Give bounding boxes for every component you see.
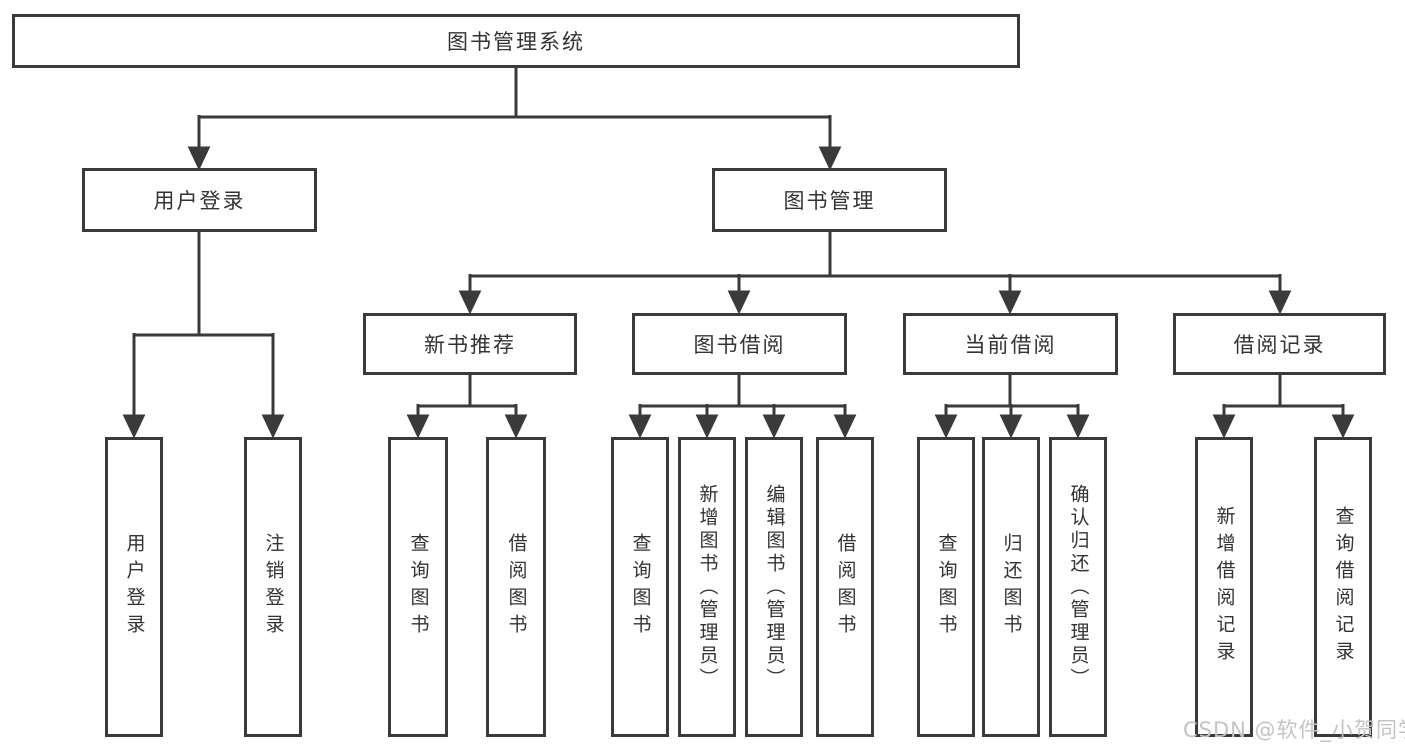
arrow-down-icon bbox=[695, 414, 719, 439]
connector-new-book-recommend bbox=[406, 375, 528, 439]
leaf-logout-label: 注销登录 bbox=[262, 533, 285, 641]
leaf-add-book-admin: 新增图书（管理员） bbox=[678, 437, 736, 737]
arrow-down-icon bbox=[1212, 414, 1236, 439]
leaf-user-login: 用户登录 bbox=[105, 437, 163, 737]
node-book-borrow-label: 图书借阅 bbox=[693, 333, 786, 357]
arrow-down-icon bbox=[458, 290, 482, 315]
connector-book-management bbox=[458, 232, 1292, 315]
leaf-query-book-borrow: 查询图书 bbox=[611, 437, 669, 737]
connector-user-login bbox=[122, 232, 285, 439]
arrow-down-icon bbox=[818, 146, 842, 171]
node-user-login-label: 用户登录 bbox=[153, 189, 246, 213]
node-book-management: 图书管理 bbox=[712, 168, 947, 232]
leaf-return-book: 归还图书 bbox=[982, 437, 1040, 737]
node-root-label: 图书管理系统 bbox=[447, 30, 585, 54]
leaf-confirm-return-admin: 确认归还（管理员） bbox=[1049, 437, 1107, 737]
arrow-down-icon bbox=[1331, 414, 1355, 439]
arrow-down-icon bbox=[187, 146, 211, 171]
arrow-down-icon bbox=[406, 414, 430, 439]
leaf-borrow-book-recommend: 借阅图书 bbox=[486, 437, 546, 737]
node-new-book-recommend-label: 新书推荐 bbox=[424, 333, 516, 357]
leaf-confirm-return-admin-label: 确认归还（管理员） bbox=[1067, 483, 1090, 691]
leaf-query-book-recommend: 查询图书 bbox=[388, 437, 448, 737]
leaf-borrow-book: 借阅图书 bbox=[816, 437, 874, 737]
arrow-down-icon bbox=[934, 414, 958, 439]
node-user-login: 用户登录 bbox=[82, 168, 317, 232]
leaf-add-borrow-record: 新增借阅记录 bbox=[1195, 437, 1253, 737]
connector-book-borrow bbox=[628, 375, 857, 439]
leaf-edit-book-admin: 编辑图书（管理员） bbox=[745, 437, 803, 737]
arrow-down-icon bbox=[999, 414, 1023, 439]
arrow-down-icon bbox=[122, 414, 146, 439]
leaf-add-borrow-record-label: 新增借阅记录 bbox=[1213, 506, 1236, 668]
arrow-down-icon bbox=[504, 414, 528, 439]
leaf-add-book-admin-label: 新增图书（管理员） bbox=[696, 483, 719, 691]
leaf-edit-book-admin-label: 编辑图书（管理员） bbox=[763, 483, 786, 691]
connector-root bbox=[187, 66, 842, 171]
arrow-down-icon bbox=[261, 414, 285, 439]
node-book-management-label: 图书管理 bbox=[783, 189, 876, 213]
connector-current-borrow bbox=[934, 375, 1090, 439]
node-new-book-recommend: 新书推荐 bbox=[363, 313, 577, 375]
arrow-down-icon bbox=[1066, 414, 1090, 439]
node-borrow-record: 借阅记录 bbox=[1173, 313, 1386, 375]
arrow-down-icon bbox=[628, 414, 652, 439]
leaf-query-book-current: 查询图书 bbox=[917, 437, 975, 737]
arrow-down-icon bbox=[727, 290, 751, 315]
node-root: 图书管理系统 bbox=[12, 14, 1020, 68]
node-book-borrow: 图书借阅 bbox=[632, 313, 847, 375]
leaf-query-book-current-label: 查询图书 bbox=[935, 533, 958, 641]
leaf-borrow-book-label: 借阅图书 bbox=[834, 533, 857, 641]
connector-borrow-record bbox=[1212, 375, 1355, 439]
leaf-logout: 注销登录 bbox=[244, 437, 302, 737]
leaf-query-borrow-record: 查询借阅记录 bbox=[1314, 437, 1372, 737]
arrow-down-icon bbox=[833, 414, 857, 439]
arrow-down-icon bbox=[998, 290, 1022, 315]
node-current-borrow-label: 当前借阅 bbox=[964, 333, 1057, 357]
leaf-return-book-label: 归还图书 bbox=[1000, 533, 1023, 641]
leaf-user-login-label: 用户登录 bbox=[123, 533, 146, 641]
leaf-query-book-borrow-label: 查询图书 bbox=[629, 533, 652, 641]
arrow-down-icon bbox=[762, 414, 786, 439]
leaf-borrow-book-recommend-label: 借阅图书 bbox=[505, 533, 528, 641]
node-current-borrow: 当前借阅 bbox=[903, 313, 1118, 375]
node-borrow-record-label: 借阅记录 bbox=[1233, 333, 1326, 357]
csdn-watermark: CSDN @软件_小贺同学 bbox=[1183, 718, 1405, 742]
leaf-query-borrow-record-label: 查询借阅记录 bbox=[1332, 506, 1355, 668]
leaf-query-book-recommend-label: 查询图书 bbox=[407, 533, 430, 641]
arrow-down-icon bbox=[1268, 290, 1292, 315]
